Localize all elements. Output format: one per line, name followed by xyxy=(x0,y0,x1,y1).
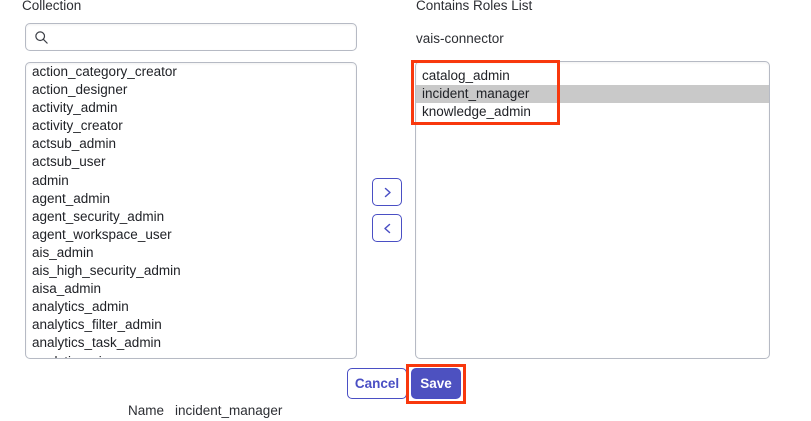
available-role-option[interactable]: ais_high_security_admin xyxy=(32,263,181,279)
available-role-option[interactable]: analytics_filter_admin xyxy=(32,317,162,333)
available-role-option[interactable]: agent_admin xyxy=(32,190,111,206)
selected-role-option[interactable]: knowledge_admin xyxy=(422,104,531,120)
chevron-right-icon xyxy=(382,186,393,199)
available-role-option[interactable]: agent_workspace_user xyxy=(32,226,172,242)
available-role-option[interactable]: ais_admin xyxy=(32,244,94,260)
available-role-option[interactable]: admin xyxy=(32,172,69,188)
cancel-button[interactable]: Cancel xyxy=(347,368,407,399)
name-value: incident_manager xyxy=(175,403,283,418)
chevron-left-icon xyxy=(382,222,393,235)
search-input[interactable] xyxy=(55,29,348,45)
available-role-option[interactable]: analytics_admin xyxy=(32,299,129,315)
available-role-option[interactable]: analytics_task_admin xyxy=(32,335,162,351)
available-role-option[interactable]: activity_creator xyxy=(32,118,123,134)
available-role-option[interactable]: action_designer xyxy=(32,82,128,98)
move-left-button[interactable] xyxy=(372,214,402,242)
selected-role-option[interactable]: catalog_admin xyxy=(422,68,510,83)
save-button[interactable]: Save xyxy=(411,368,461,399)
available-role-option[interactable]: aisa_admin xyxy=(32,281,102,297)
search-icon xyxy=(34,30,49,45)
selected-role-option[interactable]: incident_manager xyxy=(416,85,769,104)
available-role-option[interactable]: agent_security_admin xyxy=(32,208,165,224)
connector-name: vais-connector xyxy=(416,31,504,46)
available-role-option[interactable]: analytics_viewer xyxy=(26,353,356,359)
search-field[interactable] xyxy=(25,23,357,51)
available-role-option[interactable]: actsub_admin xyxy=(32,136,117,152)
available-role-option[interactable]: actsub_user xyxy=(32,154,106,170)
name-label: Name xyxy=(128,403,165,418)
move-right-button[interactable] xyxy=(372,178,402,206)
contains-roles-list-label: Contains Roles List xyxy=(416,0,533,13)
collection-label: Collection xyxy=(22,0,82,13)
available-role-option[interactable]: activity_admin xyxy=(32,100,118,116)
available-role-option[interactable]: action_category_creator xyxy=(32,64,177,79)
